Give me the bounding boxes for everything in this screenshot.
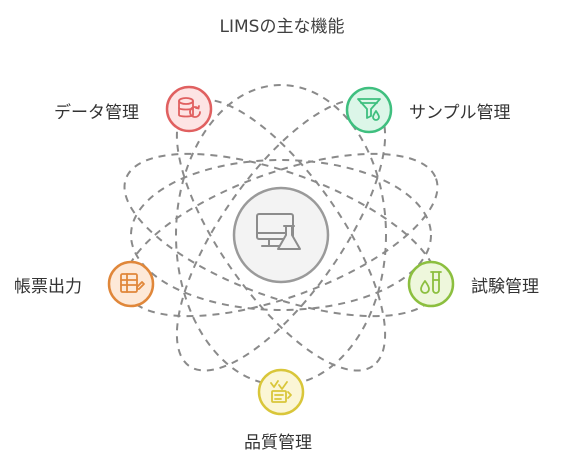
node-sample — [345, 86, 393, 134]
center-hub — [232, 186, 330, 284]
node-quality — [257, 368, 305, 416]
test-tubes-icon — [420, 271, 442, 294]
database-refresh-icon — [178, 97, 201, 118]
label-test: 試験管理 — [471, 277, 539, 297]
orbit-steep-right — [175, 98, 387, 372]
label-report: 帳票出力 — [14, 277, 82, 297]
label-sample: サンプル管理 — [409, 103, 511, 123]
quality-check-icon — [270, 380, 292, 403]
label-quality: 品質管理 — [244, 433, 312, 453]
report-table-icon — [120, 273, 145, 293]
orbit-horizontal — [130, 159, 432, 311]
node-data — [165, 85, 213, 133]
diagram-title: LIMSの主な機能 — [219, 17, 345, 37]
node-report — [107, 260, 155, 308]
label-data: データ管理 — [54, 103, 139, 123]
funnel-drop-icon — [357, 98, 381, 121]
computer-lab-flask-icon — [256, 213, 301, 250]
node-test — [407, 260, 455, 308]
orbit-tilted-left — [123, 152, 439, 318]
